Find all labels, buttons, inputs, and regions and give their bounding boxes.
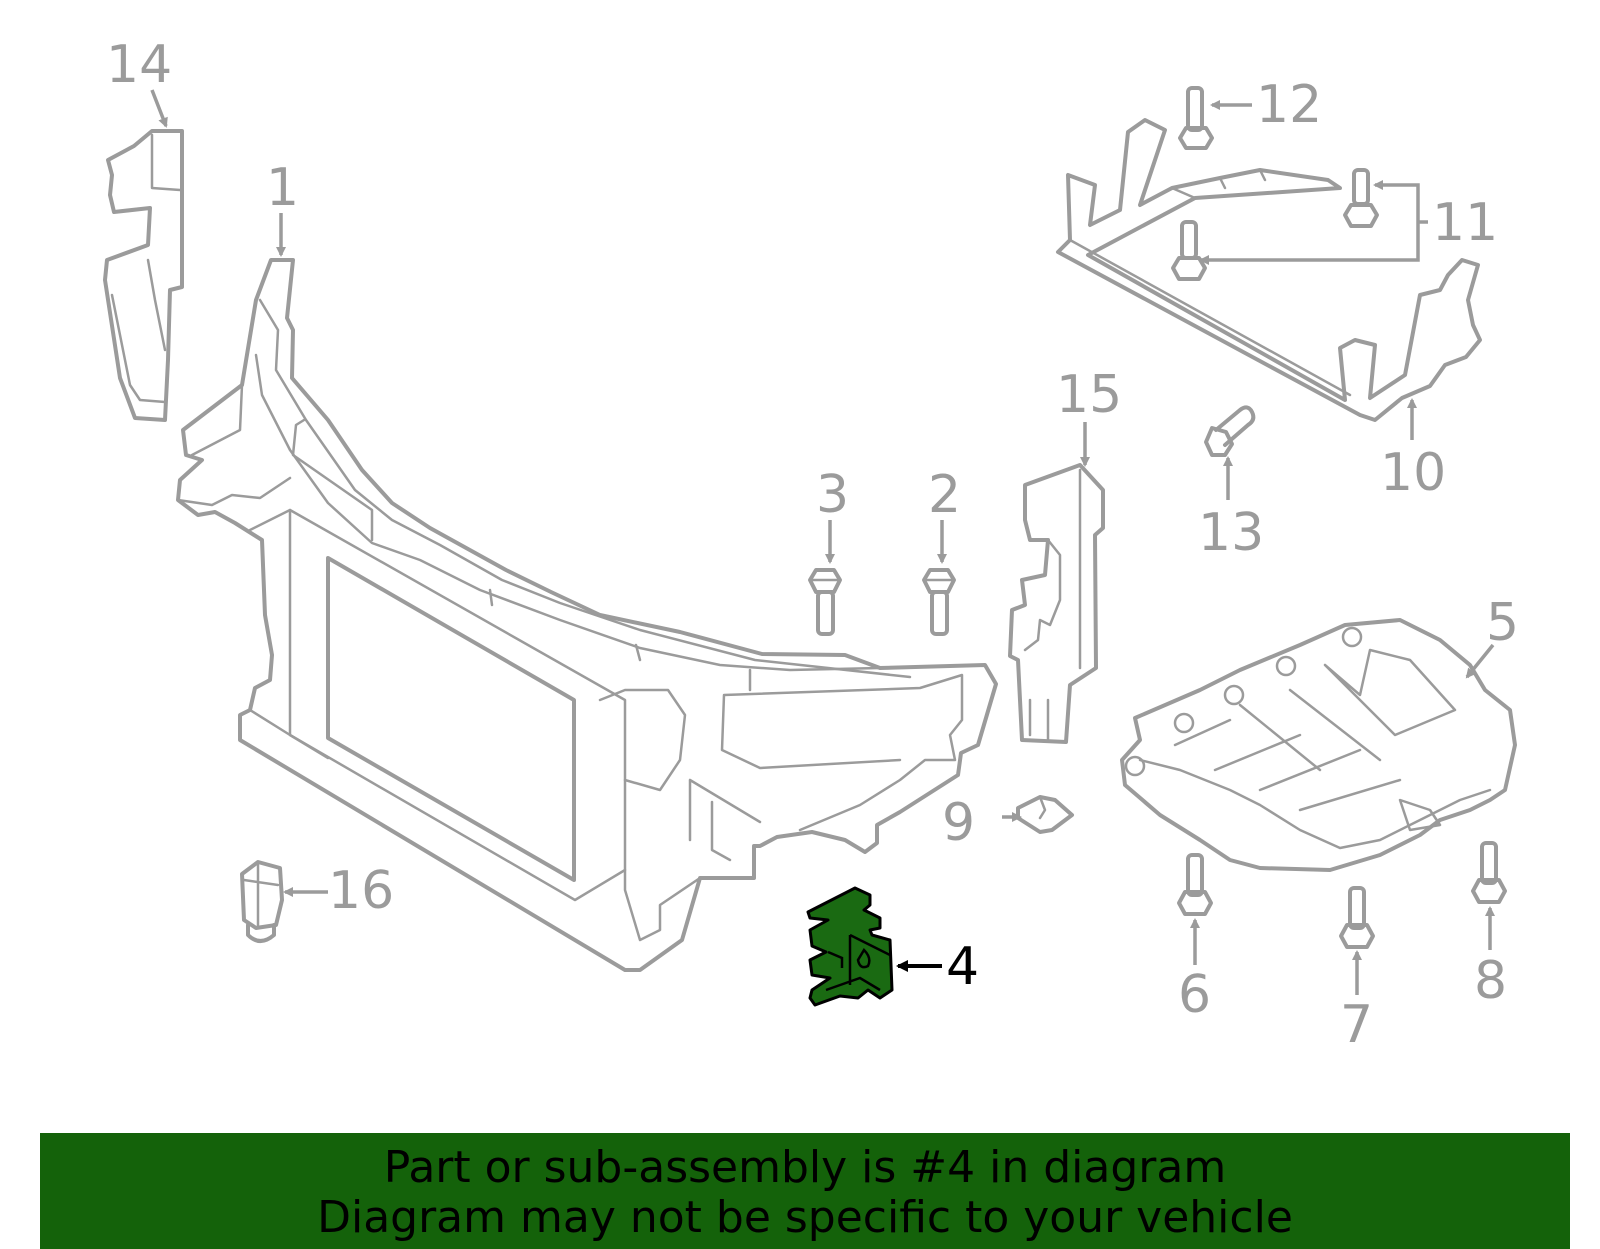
part-11-bolt-upper[interactable] <box>1343 168 1379 228</box>
banner-line-1: Part or sub-assembly is #4 in diagram <box>383 1142 1227 1193</box>
callout-8: 8 <box>1474 951 1507 1011</box>
callout-3: 3 <box>816 465 849 525</box>
callout-13: 13 <box>1198 503 1264 563</box>
part-5-splash-shield[interactable] <box>1120 618 1517 872</box>
callout-6: 6 <box>1178 965 1211 1025</box>
part-4-highlighted-bracket[interactable] <box>806 886 894 1007</box>
part-1-radiator-support[interactable] <box>176 258 998 972</box>
part-15-right-air-guide[interactable] <box>1008 463 1105 744</box>
callout-11: 11 <box>1432 193 1498 253</box>
callout-4: 4 <box>946 937 979 997</box>
part-7-bolt[interactable] <box>1339 886 1375 949</box>
part-16-push-pin[interactable] <box>240 860 284 943</box>
info-banner: Part or sub-assembly is #4 in diagram Di… <box>40 1133 1570 1249</box>
callout-16: 16 <box>328 861 394 921</box>
callout-14: 14 <box>106 35 172 95</box>
callout-7: 7 <box>1340 995 1373 1055</box>
part-6-bolt[interactable] <box>1177 853 1213 916</box>
callout-10: 10 <box>1380 443 1446 503</box>
callout-5: 5 <box>1486 593 1519 653</box>
callout-12: 12 <box>1256 75 1322 135</box>
part-12-bolt[interactable] <box>1178 86 1214 150</box>
part-11-bolt-lower[interactable] <box>1171 220 1207 281</box>
part-14-left-air-guide[interactable] <box>103 129 184 422</box>
callout-15: 15 <box>1056 365 1122 425</box>
part-8-bolt[interactable] <box>1471 841 1507 904</box>
part-13-bolt[interactable] <box>1204 405 1256 457</box>
callout-labels: 14 1 15 3 2 9 16 12 11 10 13 5 6 7 8 4 <box>106 35 1519 1055</box>
callout-1: 1 <box>266 158 299 218</box>
part-9-clip[interactable] <box>1016 795 1074 834</box>
callout-2: 2 <box>928 465 961 525</box>
part-10-lower-frame[interactable] <box>1056 118 1482 422</box>
part-2-bolt[interactable] <box>922 568 956 636</box>
part-3-bolt[interactable] <box>808 568 842 636</box>
callout-9: 9 <box>942 793 975 853</box>
leader-lines <box>150 89 1495 995</box>
banner-line-2: Diagram may not be specific to your vehi… <box>317 1192 1293 1243</box>
